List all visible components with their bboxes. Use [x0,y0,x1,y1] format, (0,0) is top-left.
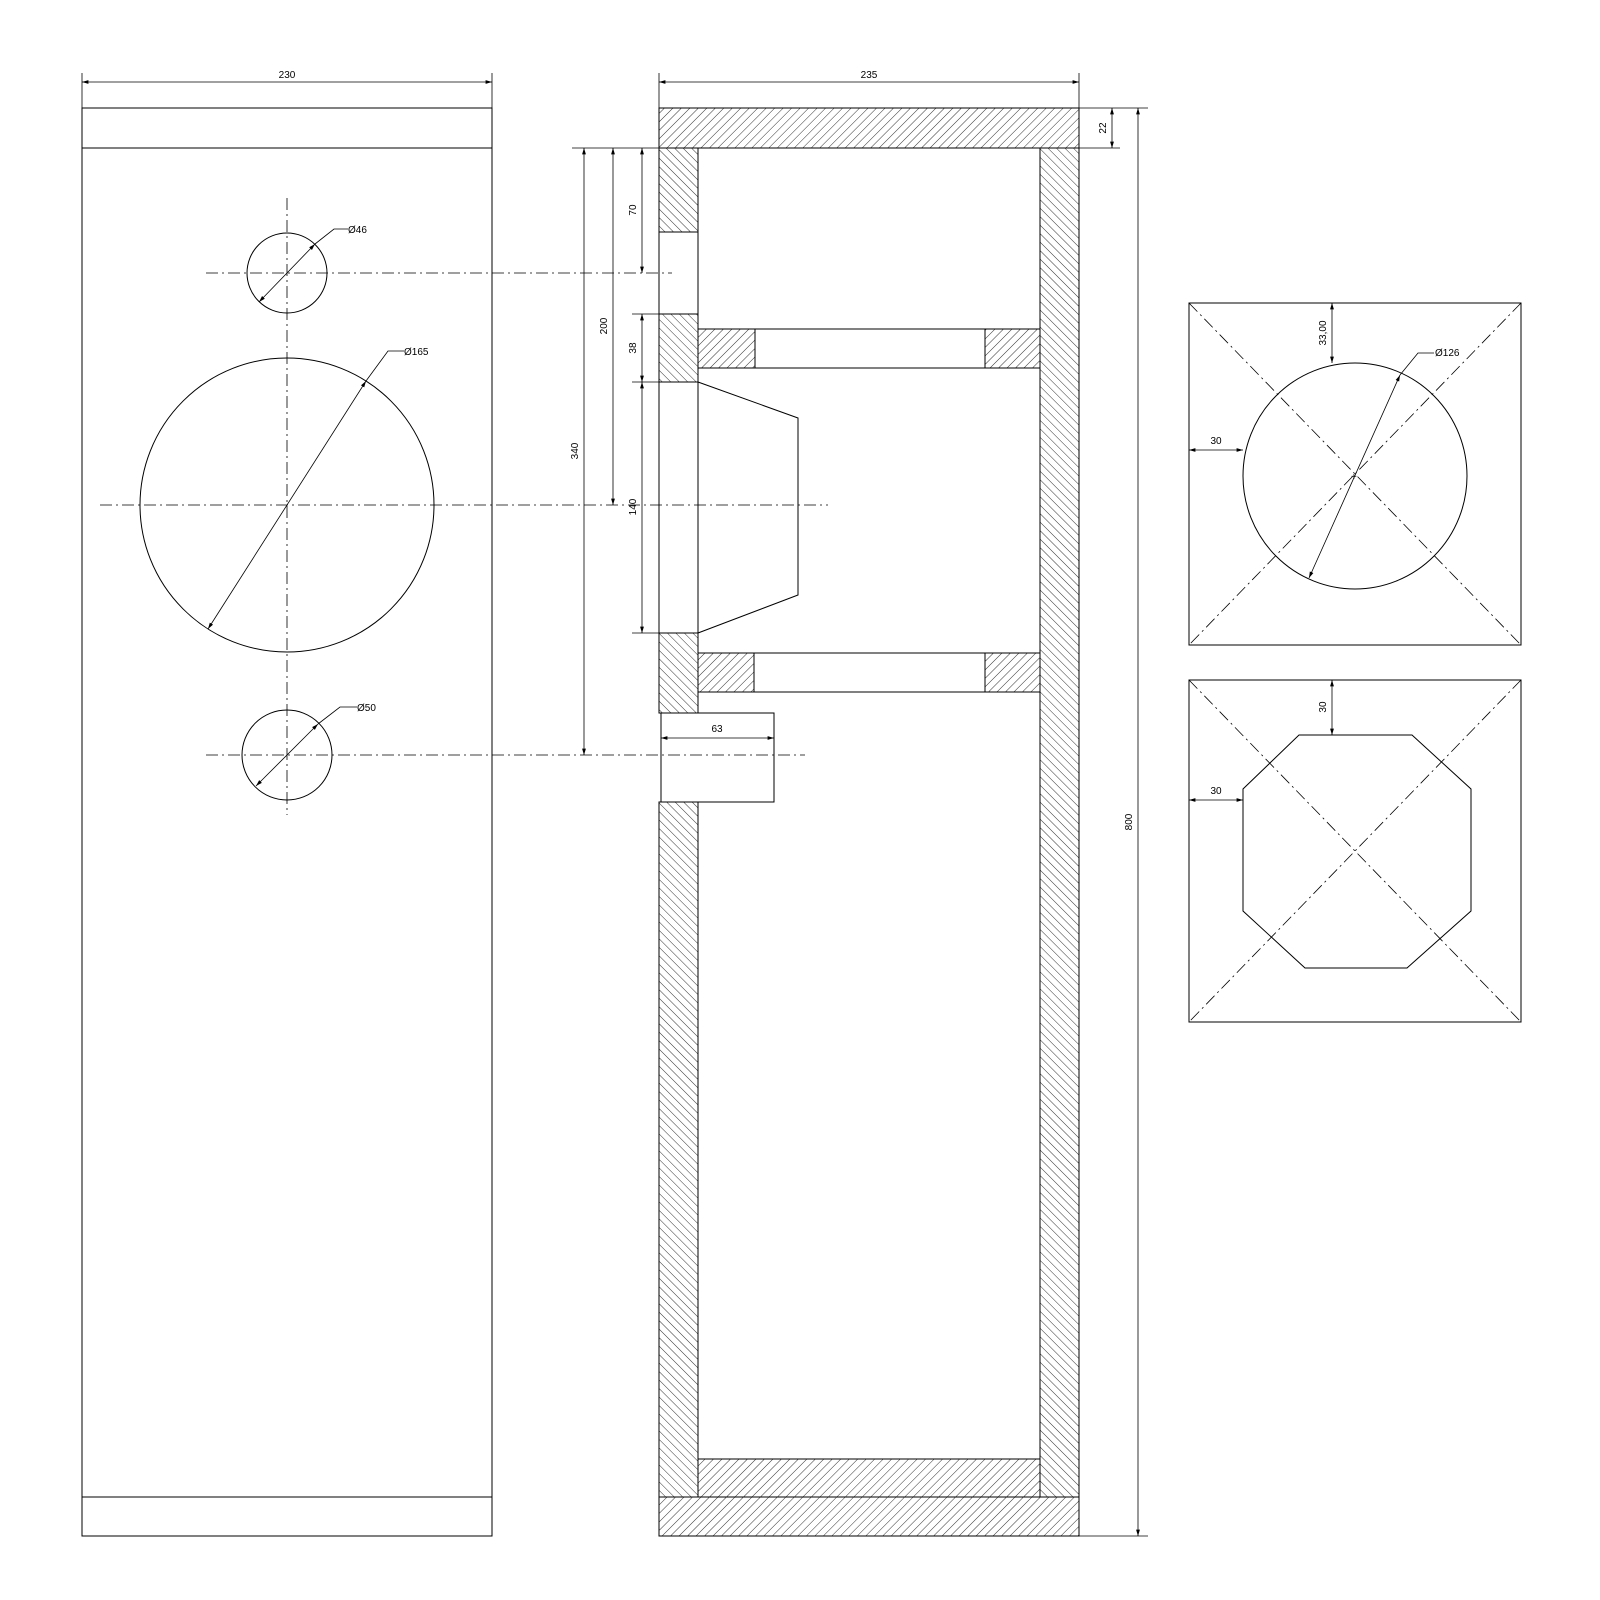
section-view: 63 235 22 800 340 200 70 38 140 [570,70,1148,1537]
woofer-leader [365,350,404,382]
bottom-panel [658,1496,1080,1537]
port-length-label: 63 [711,724,723,735]
tweeter-diameter-line [258,243,316,303]
dim-140-label: 140 [628,498,639,515]
brace-round-diag-1 [1188,302,1522,646]
port-dia-label: Ø50 [357,703,376,714]
dim-38-label: 38 [628,342,639,354]
upper-brace-right [984,328,1041,369]
upper-brace-mid [754,328,986,369]
dim-340-label: 340 [570,442,581,459]
baffle-segment-upper [658,313,699,383]
tweeter-dia-label: Ø46 [348,225,367,236]
brace-round-leader [1399,352,1434,376]
height-label: 800 [1124,813,1135,830]
baffle-segment-top [658,147,699,233]
baffle-segment-middle [658,632,699,714]
port-diameter-line [255,723,319,787]
woofer-basket-profile [697,381,799,634]
tweeter-leader [314,228,348,245]
brace-octagon-diag-2 [1188,679,1522,1023]
brace-round-dia-line [1308,374,1401,579]
brace-octagon-diag-1 [1188,679,1522,1023]
woofer-diameter-line [207,380,367,630]
front-panel-outline [81,107,493,1537]
baffle-segment-lower [658,801,699,1498]
bottom-inner-panel [697,1458,1041,1498]
dim-70-label: 70 [628,204,639,216]
brace-octagon-hole [1242,734,1472,969]
lower-brace-mid [753,652,986,693]
brace-round-hole [1242,362,1468,590]
brace-round-view: + 33,00 30 Ø126 [1188,302,1522,646]
brace-round-dia-label: Ø126 [1435,348,1460,359]
brace-round-diag-2 [1188,302,1522,646]
dim-200-label: 200 [599,317,610,334]
woofer-dia-label: Ø165 [404,347,429,358]
brace-round-side-label: 30 [1210,436,1222,447]
port-leader [317,706,357,725]
lower-brace-left [697,652,755,693]
brace-octagon-top-label: 30 [1318,701,1329,713]
top-thickness-label: 22 [1098,122,1109,134]
brace-round-top-label: 33,00 [1318,320,1329,345]
upper-brace-left [697,328,756,369]
port-tube [660,712,775,803]
lower-brace-right [984,652,1041,693]
brace-octagon-outline [1188,679,1522,1023]
back-wall [1039,147,1080,1498]
front-view: 230 Ø46 Ø165 Ø50 [81,70,828,1537]
brace-round-outline [1188,302,1522,646]
front-width-label: 230 [279,70,296,81]
top-panel [658,107,1080,149]
brace-octagon-view: 30 30 [1188,679,1522,1023]
brace-octagon-side-label: 30 [1210,786,1222,797]
section-width-label: 235 [861,70,878,81]
